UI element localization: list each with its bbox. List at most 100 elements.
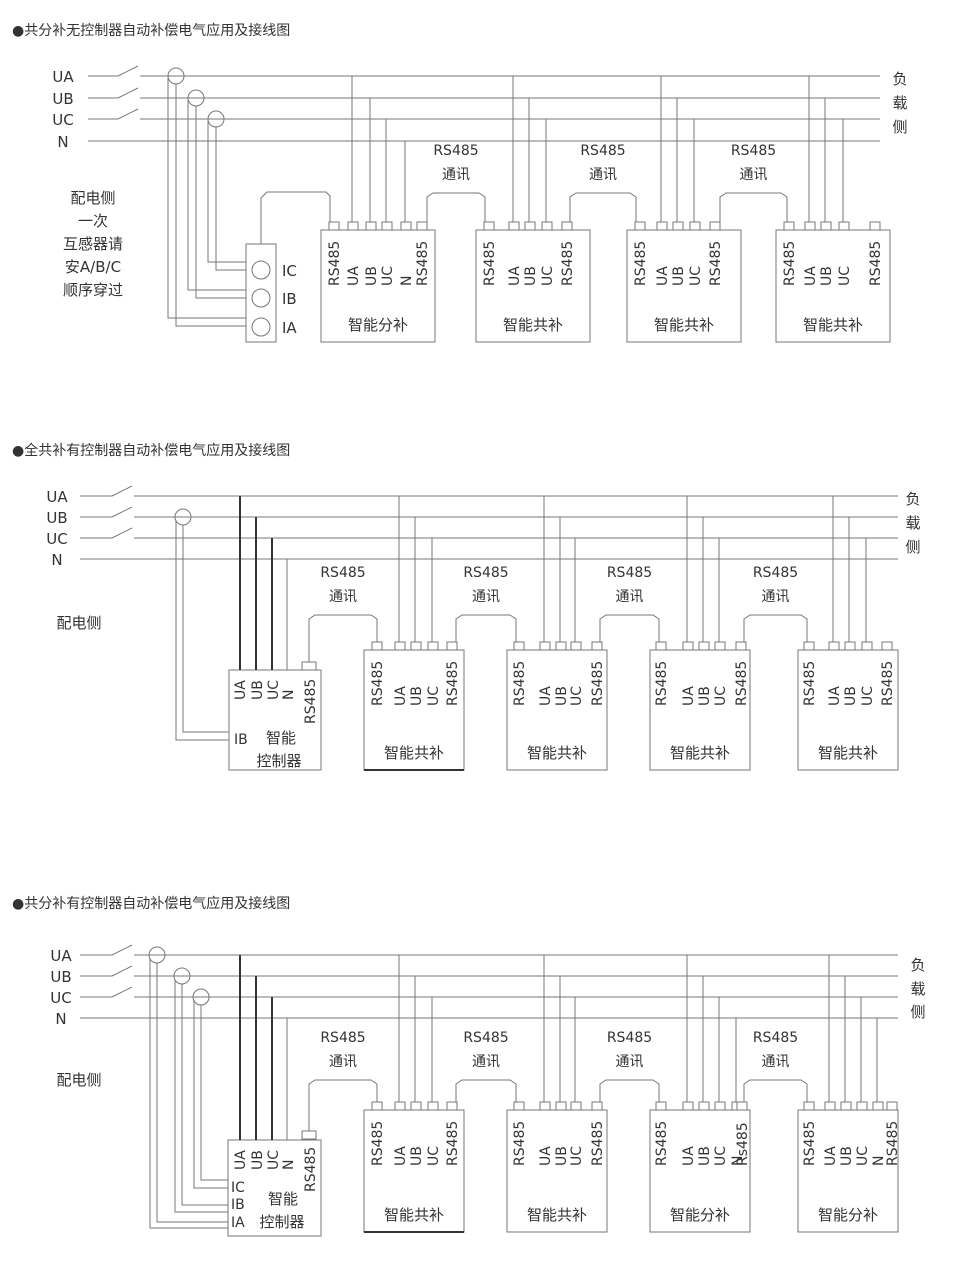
d1-unit-1-name: 智能分补: [348, 316, 408, 334]
d1-unit-4-terminal: [838, 221, 850, 231]
d3-unit-4-terminal: [872, 1101, 884, 1111]
d1-wire-ic-1: [215, 127, 246, 271]
d2-unit-3-terminal: [714, 641, 726, 651]
d3-comm-label-2: 通讯: [472, 1054, 500, 1070]
d1-ct-to-unit-link: [260, 191, 331, 244]
d3-rs485-link-3: [599, 1079, 660, 1102]
d2-unit-1-box: [363, 649, 465, 771]
d3-unit-1-terminal: [410, 1101, 422, 1111]
d1-unit-1-terminal: [400, 221, 412, 231]
d1-wire-ic-2: [207, 121, 246, 263]
d2-unit-2-pin-ub: UB: [554, 686, 570, 706]
d1-unit-3-pin-rs485: RS485: [633, 241, 649, 286]
d3-unit-3-pin-ub: UB: [697, 1146, 713, 1166]
d3-rs485-label-4: RS485: [753, 1030, 798, 1046]
d1-note-line: 安A/B/C: [65, 258, 121, 276]
d2-unit-4-name: 智能共补: [818, 744, 878, 762]
d3-unit-2-pin-ub: UB: [554, 1146, 570, 1166]
d3-controller-box: [227, 1139, 322, 1237]
d1-unit-1-pin-rs485: RS485: [415, 241, 431, 286]
d2-unit-1-terminal: [371, 641, 383, 651]
d1-unit-3-box: [626, 229, 742, 343]
d1-unit-2-pin-ub: UB: [523, 266, 539, 286]
d3-controller-terminal: [301, 1130, 317, 1140]
d1-unit-2-pin-ua: UA: [507, 266, 523, 286]
d1-unit-4-pin-ub: UB: [819, 266, 835, 286]
d1-unit-4-terminal: [820, 221, 832, 231]
d2-line-label-n: N: [51, 551, 62, 569]
d2-rs485-link-2: [455, 614, 517, 642]
d1-load-side-label: 负: [892, 70, 907, 88]
d2-unit-3-box: [649, 649, 751, 771]
d1-note-line: 互感器请: [63, 235, 123, 253]
d3-unit-4-name: 智能分补: [818, 1206, 878, 1224]
d1-unit-3-terminal: [689, 221, 701, 231]
d3-unit-2-terminal: [539, 1101, 551, 1111]
d1-unit-1-terminal: [328, 221, 340, 231]
d3-unit-1-terminal: [371, 1101, 383, 1111]
d2-switch-ub: [111, 506, 133, 518]
d3-load-side-label: 载: [910, 980, 925, 998]
d2-unit-1-pin-ub: UB: [409, 686, 425, 706]
d1-unit-1-terminal: [416, 221, 428, 231]
d2-unit-2-pin-uc: UC: [569, 686, 585, 706]
d1-unit-4-terminal: [869, 221, 881, 231]
d3-unit-3-pin-n: N: [730, 1156, 746, 1166]
d3-wire-ic-2: [193, 1000, 228, 1189]
d3-rs485-label-1: RS485: [320, 1030, 365, 1046]
d3-unit-4-terminal: [856, 1101, 868, 1111]
d2-unit-1-terminal: [394, 641, 406, 651]
d3-load-side-label: 侧: [910, 1003, 925, 1021]
d1-unit-2-terminal: [483, 221, 495, 231]
d3-controller-pin-ub: UB: [250, 1150, 266, 1170]
d1-rs485-link-1: [426, 192, 486, 222]
d1-line-label-ua: UA: [52, 68, 74, 86]
d1-unit-3-pin-rs485: RS485: [708, 241, 724, 286]
d3-comm-label-4: 通讯: [762, 1054, 790, 1070]
d2-unit-2-pin-rs485: RS485: [590, 661, 606, 706]
d3-unit-1-pin-uc: UC: [426, 1146, 442, 1166]
d2-unit-1-pin-rs485: RS485: [445, 661, 461, 706]
d3-unit-2-terminal: [513, 1101, 525, 1111]
d1-unit-1-terminal: [365, 221, 377, 231]
d1-unit-2-pin-rs485: RS485: [560, 241, 576, 286]
d2-controller-pin-uc: UC: [266, 680, 282, 700]
d3-unit-4-terminal: [824, 1101, 836, 1111]
d1-rs485-label-2: RS485: [580, 143, 625, 159]
d3-line-label-n: N: [55, 1010, 66, 1028]
d1-ct-label-ic: IC: [282, 262, 297, 280]
d1-unit-3-terminal: [634, 221, 646, 231]
d2-wire-ib-1: [182, 525, 229, 733]
d1-unit-1-pin-n: N: [399, 276, 415, 286]
d3-unit-4-pin-ua: UA: [823, 1146, 839, 1166]
d2-unit-3-terminal: [682, 641, 694, 651]
d1-unit-3-terminal: [709, 221, 721, 231]
d3-unit-4-pin-n: N: [871, 1156, 887, 1166]
d3-unit-2-name: 智能共补: [527, 1206, 587, 1224]
d2-controller-pin-ua: UA: [233, 680, 249, 700]
d2-unit-4-terminal: [828, 641, 840, 651]
d1-unit-3-terminal: [672, 221, 684, 231]
d3-switch-ub: [111, 965, 133, 977]
d1-line-label-n: N: [57, 133, 68, 151]
d2-unit-4-pin-rs485: RS485: [880, 661, 896, 706]
d2-line-label-ua: UA: [46, 488, 68, 506]
d1-note-line: 配电侧: [70, 189, 115, 207]
d2-load-side-label: 侧: [905, 538, 920, 556]
d3-unit-4-pin-uc: UC: [855, 1146, 871, 1166]
d1-unit-2-terminal: [508, 221, 520, 231]
d1-rs485-label-3: RS485: [731, 143, 776, 159]
d3-unit-1-terminal: [394, 1101, 406, 1111]
d1-ct-label-ib: IB: [282, 290, 297, 308]
d2-controller-pin-ub: UB: [250, 680, 266, 700]
d3-unit-1-pin-rs485: RS485: [370, 1121, 386, 1166]
d1-unit-1-pin-ua: UA: [346, 266, 362, 286]
d1-unit-2-box: [475, 229, 591, 343]
diagram3-title: ●共分补有控制器自动补偿电气应用及接线图: [12, 896, 291, 912]
d3-controller-ct-ic: IC: [231, 1180, 245, 1196]
d3-unit-3-name: 智能分补: [670, 1206, 730, 1224]
d2-unit-1-name: 智能共补: [384, 744, 444, 762]
d2-unit-4-pin-rs485: RS485: [802, 661, 818, 706]
d2-controller-box: [228, 669, 322, 771]
